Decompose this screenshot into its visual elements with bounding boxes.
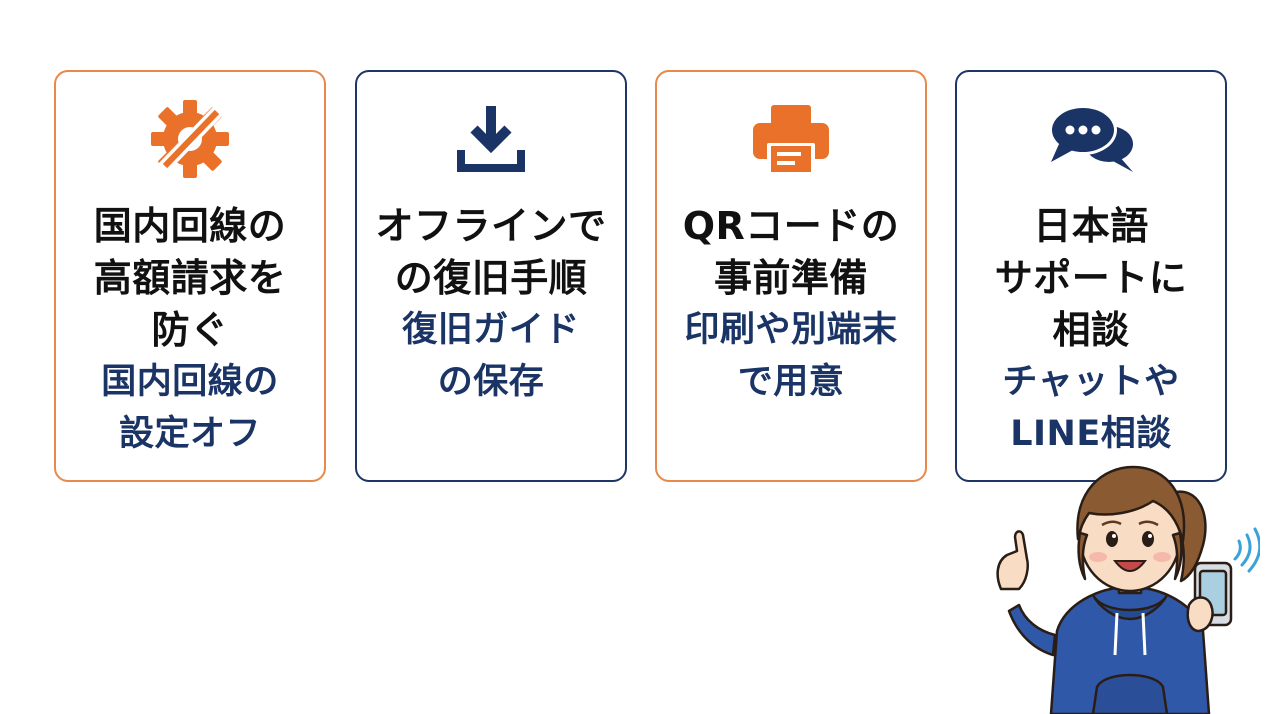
card-disable-domestic-line: 国内回線の 高額請求を 防ぐ 国内回線の 設定オフ bbox=[54, 70, 326, 482]
card-subtitle: 印刷や別端末 で用意 bbox=[684, 310, 898, 402]
card-japanese-support: 日本語 サポートに 相談 チャットや LINE相談 bbox=[955, 70, 1227, 482]
card-title: 国内回線の 高額請求を 防ぐ bbox=[93, 204, 287, 352]
gear-slash-icon bbox=[149, 100, 231, 178]
card-qr-preparation: QRコードの 事前準備 印刷や別端末 で用意 bbox=[655, 70, 927, 482]
card-title: QRコードの 事前準備 bbox=[682, 204, 900, 300]
chat-bubbles-icon bbox=[1045, 100, 1137, 178]
download-icon bbox=[451, 100, 531, 178]
printer-icon bbox=[749, 100, 833, 178]
card-title: オフラインで の復旧手順 bbox=[375, 204, 607, 300]
card-title: 日本語 サポートに 相談 bbox=[994, 204, 1188, 352]
card-subtitle: チャットや LINE相談 bbox=[1002, 362, 1180, 454]
card-subtitle: 国内回線の 設定オフ bbox=[101, 362, 279, 454]
card-offline-recovery: オフラインで の復旧手順 復旧ガイド の保存 bbox=[355, 70, 627, 482]
girl-with-phone-illustration bbox=[996, 465, 1260, 714]
card-subtitle: 復旧ガイド の保存 bbox=[402, 310, 580, 402]
